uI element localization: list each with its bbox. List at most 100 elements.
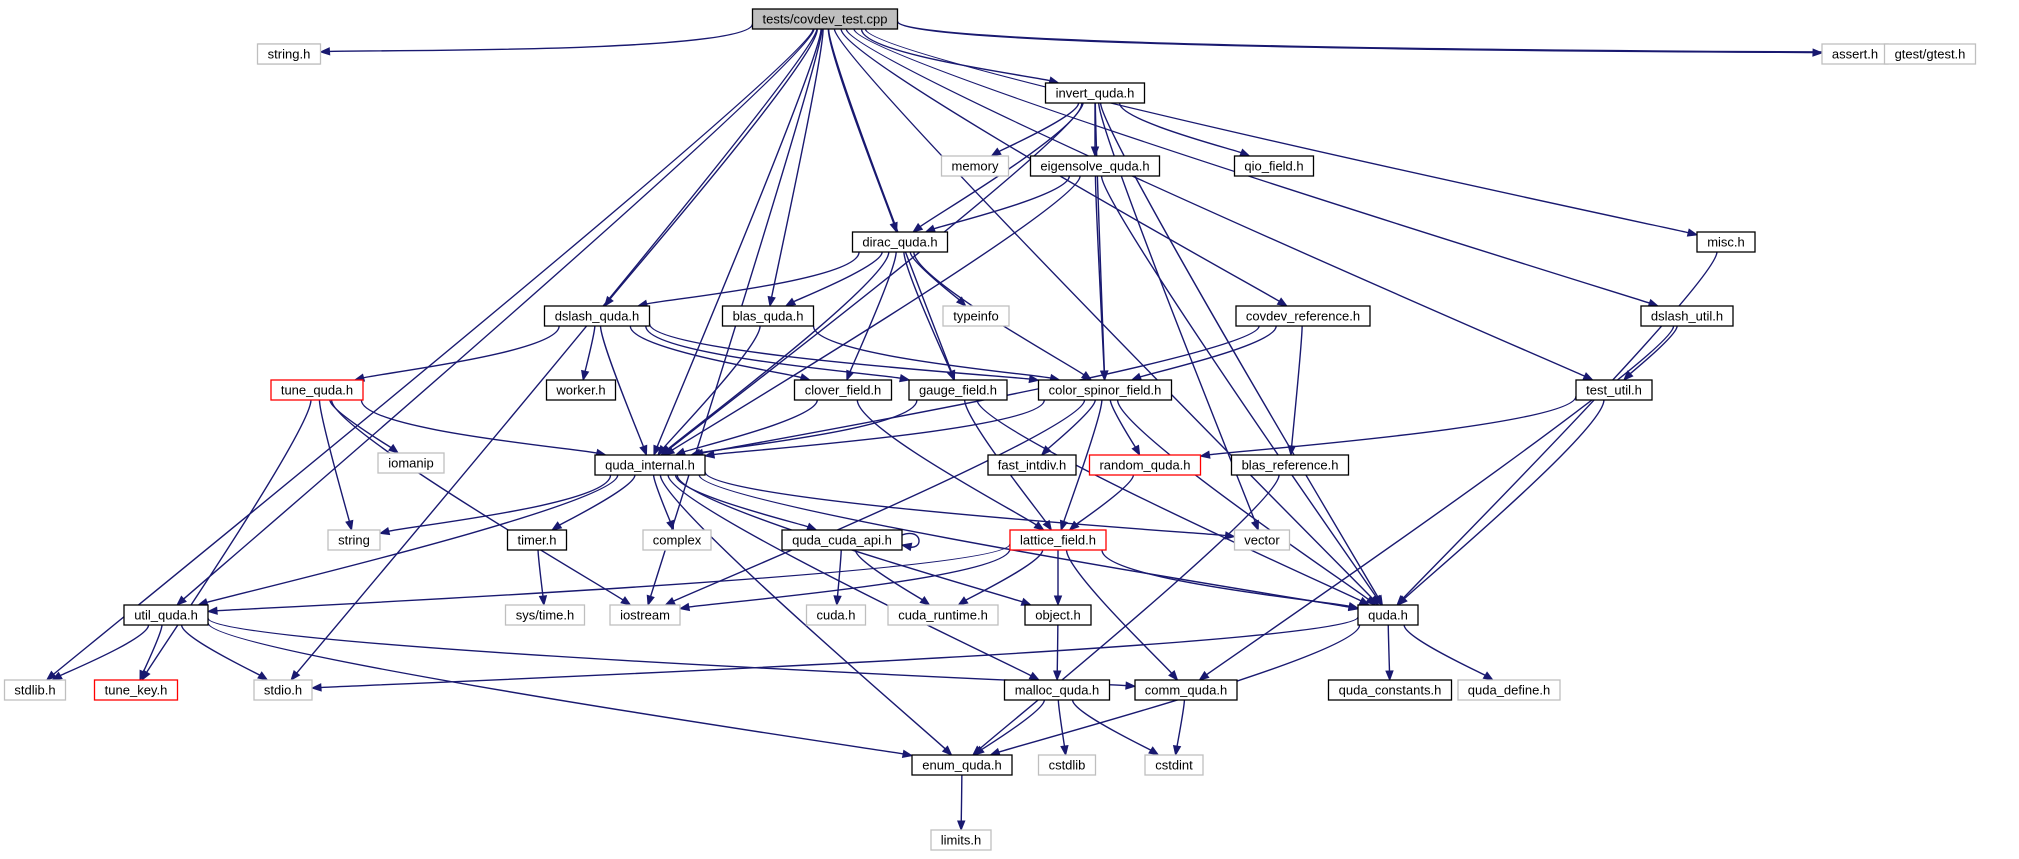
edge-arrowhead [899,373,911,383]
edge-line [645,251,860,305]
edge-arrowhead [784,297,797,307]
node-box [1037,379,1173,401]
node-dirac[interactable]: dirac_quda.h [851,231,949,253]
node-box [805,604,867,626]
edge-line [1118,102,1243,154]
node-blas[interactable]: blas_quda.h [721,305,815,327]
edge-line [792,251,883,303]
node-csf[interactable]: color_spinor_field.h [1037,379,1173,401]
node-invert[interactable]: invert_quda.h [1044,82,1146,104]
node-tune[interactable]: tune_quda.h [270,379,364,401]
node-enum[interactable]: enum_quda.h [911,754,1013,776]
edge-arrowhead [1130,372,1143,381]
node-label: quda.h [1368,608,1408,623]
node-qconst[interactable]: quda_constants.h [1327,679,1453,701]
node-box [253,679,313,701]
edge-line [896,20,1877,54]
edge-line [145,399,312,674]
node-tunekey[interactable]: tune_key.h [93,679,179,701]
node-random[interactable]: random_quda.h [1088,454,1202,476]
node-box [123,604,209,626]
node-label: test_util.h [1586,383,1642,398]
edge-arrowhead [620,596,632,606]
edge-line [964,549,1044,602]
edge-quda-to-qdefine [1403,624,1495,681]
edge-line [1094,102,1106,373]
node-comm[interactable]: comm_quda.h [1134,679,1238,701]
edge-lattice-to-comm [1065,549,1179,682]
edge-blas-to-qinternal [657,325,761,457]
edge-tune-to-iostream [330,399,632,606]
node-eigensolve[interactable]: eigensolve_quda.h [1029,155,1161,177]
edge-dslash-to-gauge [645,325,911,383]
node-label: invert_quda.h [1056,86,1135,101]
node-cudaapi[interactable]: quda_cuda_api.h [781,529,903,551]
node-cudart: cuda_runtime.h [887,604,999,626]
edge-arrowhead [1287,445,1296,457]
node-clover[interactable]: clover_field.h [793,379,893,401]
node-covref[interactable]: covdev_reference.h [1235,305,1371,327]
node-box [887,604,999,626]
node-worker[interactable]: worker.h [545,379,617,401]
edge-arrowhead [581,369,590,382]
node-timer[interactable]: timer.h [506,529,568,551]
node-dslashutil[interactable]: dslash_util.h [1640,305,1734,327]
node-label: quda_internal.h [605,458,695,473]
edge-line [704,471,1227,537]
edge-arrowhead [257,671,269,681]
node-box [781,529,903,551]
node-malloc[interactable]: malloc_quda.h [1003,679,1111,701]
edge-arrowhead [1622,370,1634,381]
edge-arrowhead [538,595,548,607]
edge-line [1387,624,1391,673]
node-util[interactable]: util_quda.h [123,604,209,626]
edge-line [52,28,814,676]
node-fastint[interactable]: fast_intdiv.h [987,454,1077,476]
node-lattice[interactable]: lattice_field.h [1009,529,1107,551]
edge-root-to-stdlibh [45,28,814,681]
edge-arrowhead [1239,148,1251,157]
node-label: tune_quda.h [281,383,353,398]
node-string: string [327,529,381,551]
node-dslash[interactable]: dslash_quda.h [543,305,651,327]
edge-arrowhead [319,47,331,56]
node-label: color_spinor_field.h [1049,383,1162,398]
node-label: cuda.h [816,608,855,623]
node-box [1235,305,1371,327]
edge-arrowhead [900,542,913,552]
edge-random-to-lattice [1068,474,1135,531]
node-root[interactable]: tests/covdev_test.cpp [751,8,899,30]
node-testutil[interactable]: test_util.h [1575,379,1653,401]
edge-arrowhead [1033,521,1045,531]
node-box [987,454,1077,476]
node-gauge[interactable]: gauge_field.h [908,379,1008,401]
edge-object-to-malloc [1053,624,1062,682]
node-qio[interactable]: qio_field.h [1233,155,1315,177]
edge-arrowhead [1059,519,1069,532]
node-box [504,604,586,626]
edge-line [672,399,1086,603]
node-misc[interactable]: misc.h [1696,231,1756,253]
edge-line [712,399,1046,456]
edge-arrowhead [1686,228,1699,237]
node-qinternal[interactable]: quda_internal.h [594,454,706,476]
edge-line [1403,399,1605,600]
edge-qinternal-to-enum [659,474,953,756]
node-box [1696,231,1756,253]
edge-arrowhead [678,602,691,612]
node-blasref[interactable]: blas_reference.h [1230,454,1350,476]
node-box [545,379,617,401]
edge-arrowhead [1060,745,1069,757]
node-limits: limits.h [930,829,992,851]
node-box [377,452,445,474]
edge-line [1401,251,1718,600]
node-label: random_quda.h [1099,458,1190,473]
node-quda[interactable]: quda.h [1357,604,1419,626]
edge-dslash-to-worker [581,325,596,382]
edge-arrowhead [310,683,322,692]
node-label: comm_quda.h [1145,683,1227,698]
node-object[interactable]: object.h [1024,604,1092,626]
node-box [1024,604,1092,626]
edge-arrowhead [603,295,614,308]
node-box [1640,305,1734,327]
